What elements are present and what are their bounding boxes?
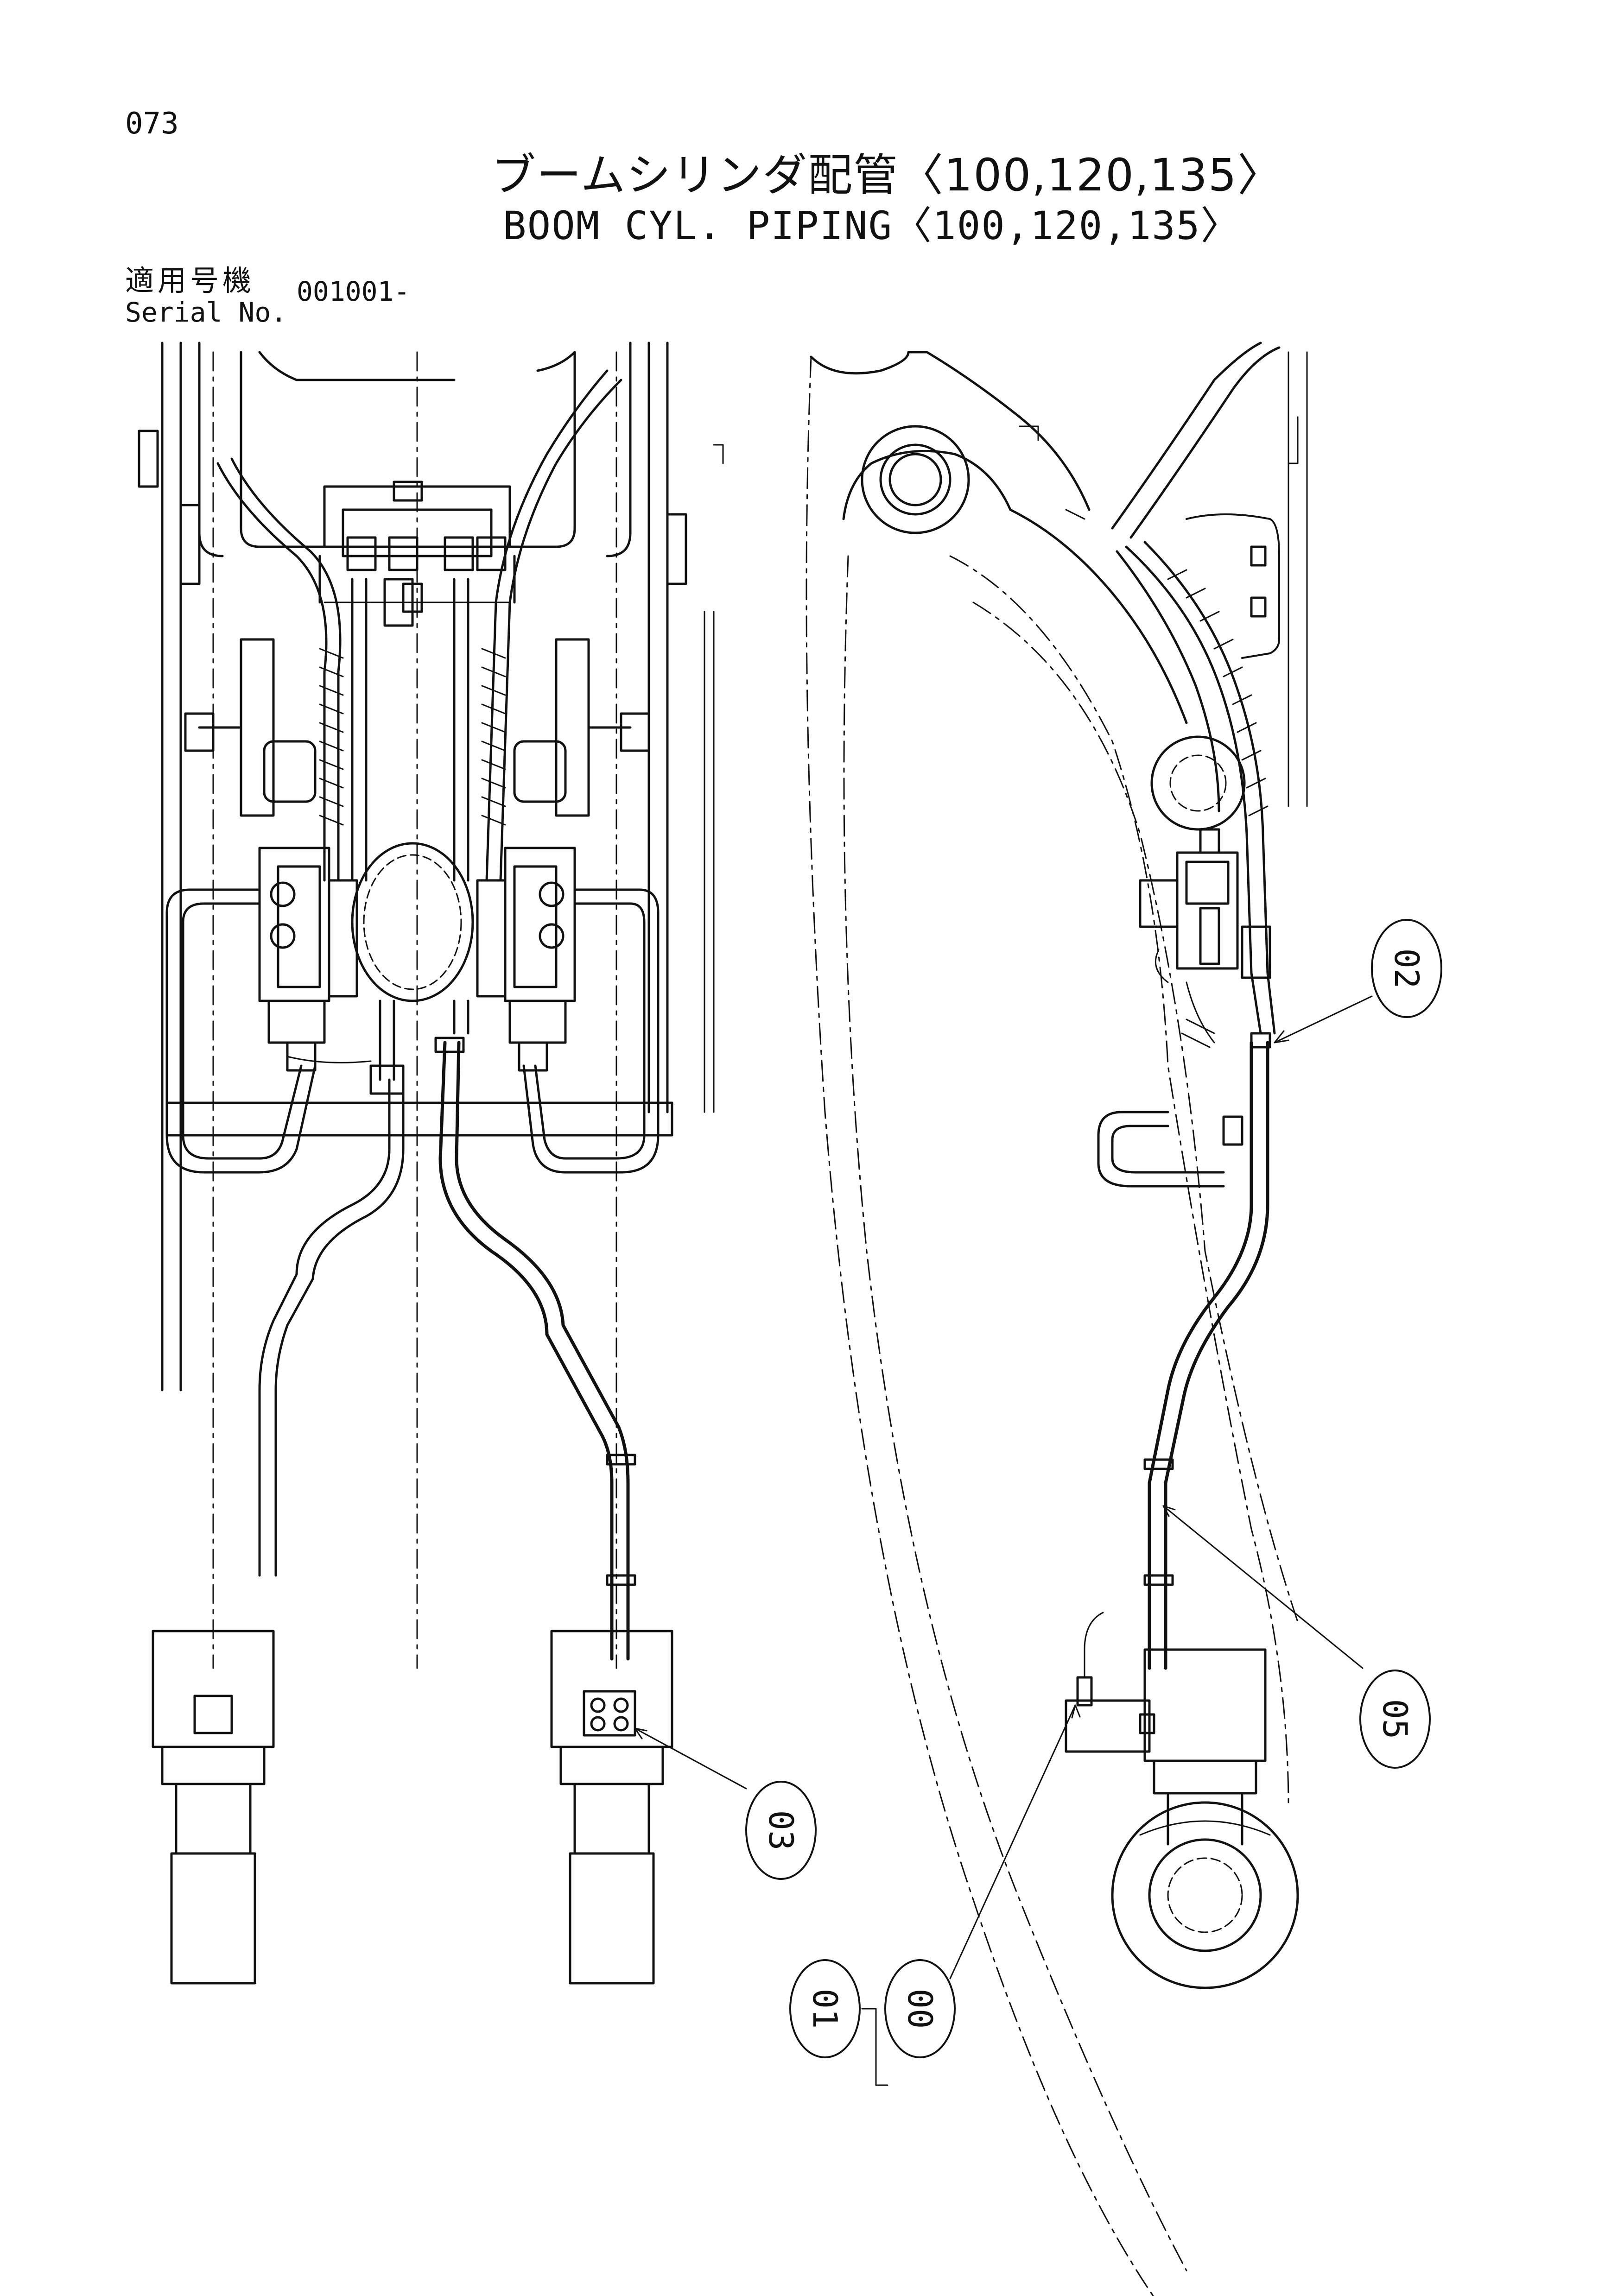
callout-bubble-02: 02	[1371, 919, 1442, 1018]
title-japanese: ブームシリンダ配管〈100,120,135〉	[491, 149, 1283, 201]
side-view-pipes	[1076, 1032, 1271, 1707]
callout-bubble-00: 00	[884, 1959, 956, 2058]
callout-bubble-05: 05	[1359, 1670, 1431, 1769]
top-view-control-valves	[258, 847, 576, 1095]
callout-label-00: 00	[901, 1989, 939, 2029]
callout-label-01: 01	[806, 1989, 844, 2029]
side-view-boom	[806, 342, 1308, 2296]
callout-bubble-01: 01	[789, 1959, 861, 2058]
callout-label-03: 03	[761, 1810, 800, 1851]
top-view-boom-frame	[138, 342, 724, 1669]
side-view-cylinder	[1065, 1648, 1299, 1989]
callout-label-02: 02	[1387, 949, 1426, 989]
page-number: 073	[125, 107, 179, 141]
title-english: BOOM CYL. PIPING〈100,120,135〉	[503, 203, 1241, 248]
serial-label-english: Serial No.	[125, 297, 287, 328]
serial-label-japanese: 適用号機	[125, 264, 255, 297]
top-view-hoses-upper	[216, 369, 622, 1002]
serial-number-value: 001001-	[297, 276, 410, 307]
side-view-valve	[1139, 828, 1271, 1048]
callout-label-05: 05	[1376, 1699, 1415, 1739]
callout-leaders	[634, 995, 1373, 2086]
top-view-rigid-pipes	[165, 888, 660, 1661]
callout-bubble-03: 03	[745, 1781, 817, 1880]
top-view-cylinders	[152, 1630, 673, 1985]
